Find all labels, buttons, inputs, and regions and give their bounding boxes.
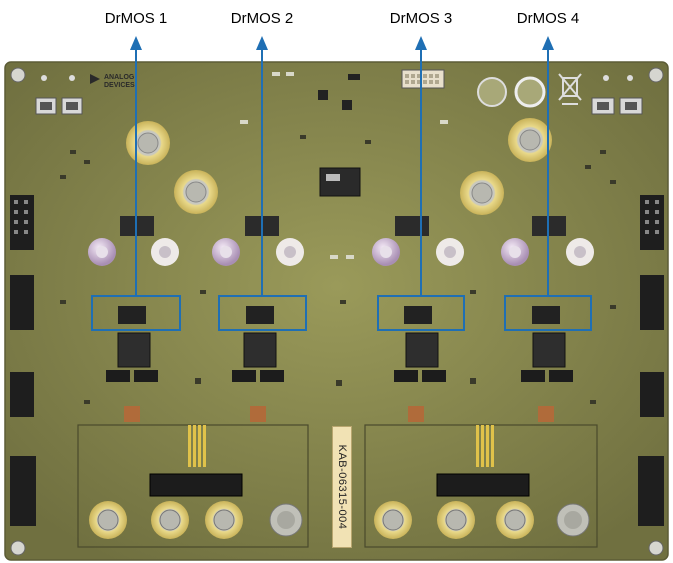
board-id-text: KAB-06315-004 — [336, 444, 348, 530]
output-terminals — [89, 501, 590, 539]
power-inductors — [117, 332, 566, 368]
board-id-sticker: KAB-06315-004 — [332, 426, 352, 548]
ce-mark-icon — [514, 76, 546, 108]
output-pads — [124, 406, 554, 422]
drmos-3-label: DrMOS 3 — [389, 10, 453, 27]
weee-bin-icon — [558, 73, 582, 105]
certification-mark-icon — [477, 77, 507, 107]
capacitors — [88, 238, 594, 266]
drmos-ics — [118, 306, 560, 324]
top-left-switches — [35, 75, 83, 115]
small-ic — [318, 90, 328, 100]
annotation-arrows — [130, 36, 554, 296]
top-header-connector — [401, 69, 445, 89]
drmos-1-label: DrMOS 1 — [104, 10, 168, 27]
analog-devices-logo: ANALOG DEVICES — [104, 74, 135, 89]
top-right-switches — [591, 75, 643, 115]
output-connectors — [149, 473, 530, 497]
analog-devices-logo-mark — [90, 74, 100, 84]
drmos-2-label: DrMOS 2 — [230, 10, 294, 27]
small-ic — [348, 74, 360, 80]
drmos-4-label: DrMOS 4 — [516, 10, 580, 27]
edge-headers — [10, 195, 664, 526]
controller-ic — [319, 167, 361, 197]
mounting-holes — [10, 67, 664, 556]
input-terminals — [126, 118, 552, 215]
gold-traces — [188, 425, 494, 467]
small-ic — [342, 100, 352, 110]
